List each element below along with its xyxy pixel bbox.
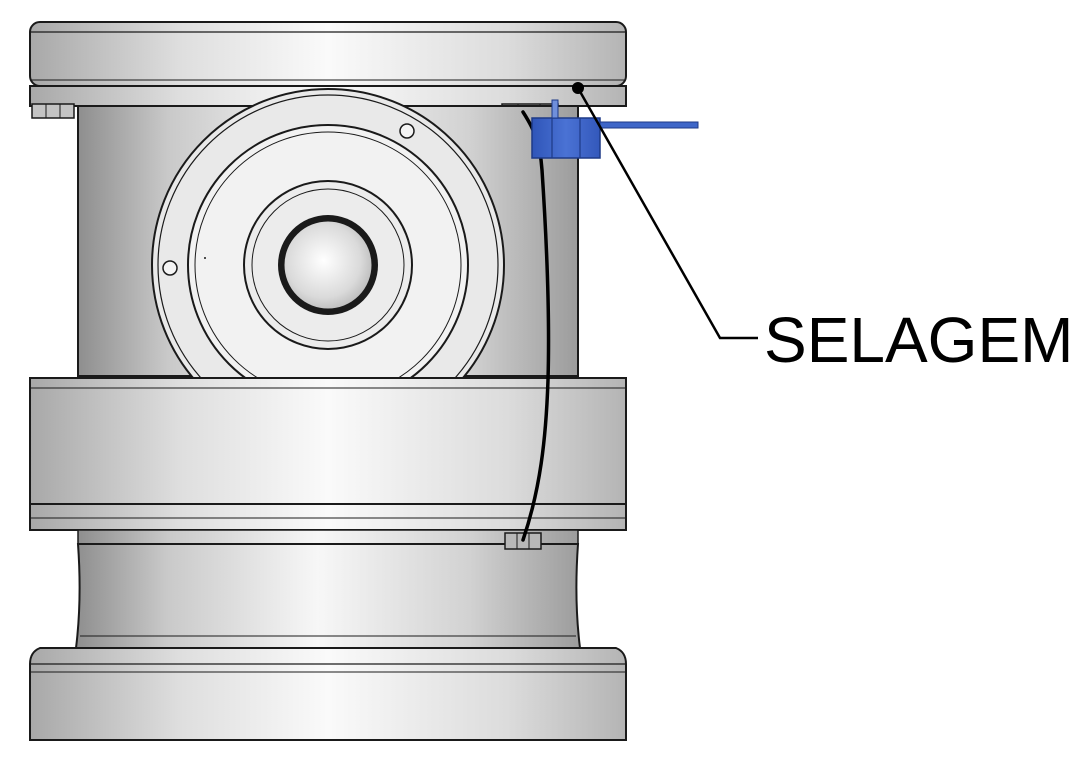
middle-flange: [29, 377, 627, 531]
lower-body: [74, 529, 582, 649]
base-flange: [29, 647, 627, 741]
seal-block: [531, 99, 699, 159]
circular-face: [151, 88, 505, 442]
selagem-callout: SELAGEM: [572, 82, 1073, 376]
top-bolt-left: [31, 103, 75, 119]
leader-line: [576, 87, 758, 340]
selagem-label: SELAGEM: [764, 304, 1073, 376]
